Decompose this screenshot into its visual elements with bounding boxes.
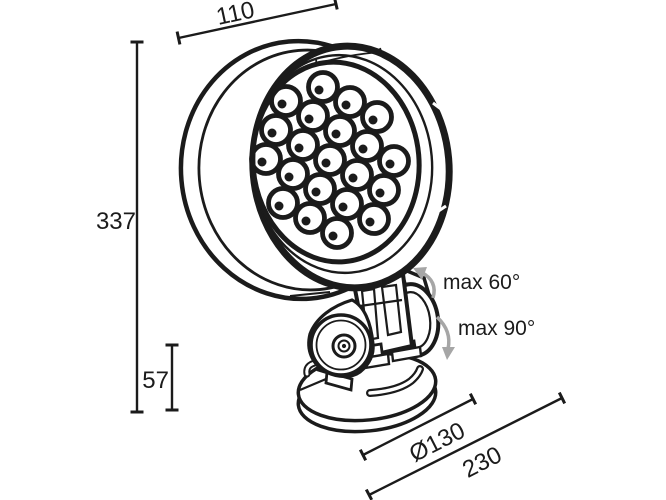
front-hinge-drum-inner bbox=[315, 319, 367, 371]
led-dot bbox=[338, 202, 348, 212]
led-face-ring bbox=[250, 59, 422, 265]
dimension-total-depth bbox=[364, 391, 567, 500]
led-lens bbox=[293, 201, 327, 235]
total-height-label: 337 bbox=[96, 208, 136, 235]
led-lens bbox=[340, 158, 374, 192]
led-dot bbox=[321, 158, 331, 168]
led-dot bbox=[341, 100, 351, 110]
led-dot bbox=[257, 157, 267, 167]
base-curved-slot bbox=[366, 365, 424, 397]
led-lens bbox=[259, 113, 293, 147]
led-dot bbox=[348, 173, 358, 183]
led-array bbox=[249, 70, 411, 250]
led-lens bbox=[313, 143, 347, 177]
dimension-base-diameter bbox=[358, 393, 478, 461]
led-dot bbox=[314, 85, 324, 95]
housing-bottom-seam bbox=[289, 291, 331, 297]
led-lens bbox=[296, 99, 330, 133]
dimension-base-height bbox=[165, 343, 179, 412]
base-height-label: 57 bbox=[142, 367, 169, 394]
led-dot bbox=[267, 128, 277, 138]
led-lens bbox=[269, 84, 303, 118]
led-lens bbox=[330, 187, 364, 221]
led-lens bbox=[303, 172, 337, 206]
head-width-label: 110 bbox=[214, 0, 257, 31]
led-dot bbox=[365, 217, 375, 227]
led-dot bbox=[277, 99, 287, 109]
led-dot bbox=[301, 216, 311, 226]
led-dot bbox=[375, 188, 385, 198]
led-dot bbox=[368, 115, 378, 125]
led-lens bbox=[367, 173, 401, 207]
led-dot bbox=[385, 159, 395, 169]
lamp-head bbox=[178, 38, 453, 302]
led-dot bbox=[358, 144, 368, 154]
led-lens bbox=[350, 129, 384, 163]
dimension-total-height bbox=[130, 40, 144, 414]
front-hinge-plate bbox=[307, 298, 375, 379]
dimension-lines bbox=[130, 0, 567, 500]
led-lens bbox=[306, 70, 340, 104]
led-lens bbox=[249, 142, 283, 176]
led-dot bbox=[284, 172, 294, 182]
led-dot bbox=[294, 143, 304, 153]
led-lens bbox=[360, 100, 394, 134]
led-dot bbox=[274, 201, 284, 211]
led-lens bbox=[323, 114, 357, 148]
led-dot bbox=[304, 114, 314, 124]
tilt-up-arrow-icon bbox=[413, 267, 436, 299]
led-lens bbox=[357, 202, 391, 236]
led-lens bbox=[320, 216, 354, 250]
rotation-annotations: max 60° max 90° bbox=[413, 267, 535, 360]
led-lens bbox=[333, 85, 367, 119]
led-lens bbox=[377, 144, 411, 178]
led-lens bbox=[266, 186, 300, 220]
tilt-up-label: max 60° bbox=[443, 271, 520, 294]
tilt-down-label: max 90° bbox=[458, 317, 535, 340]
led-dot bbox=[328, 231, 338, 241]
back-foot-flange bbox=[390, 345, 423, 363]
led-lens bbox=[276, 157, 310, 191]
led-dot bbox=[311, 187, 321, 197]
led-lens bbox=[286, 128, 320, 162]
led-dot bbox=[331, 129, 341, 139]
tilt-down-arrow-icon bbox=[435, 315, 455, 360]
dimension-head-width bbox=[175, 0, 339, 45]
